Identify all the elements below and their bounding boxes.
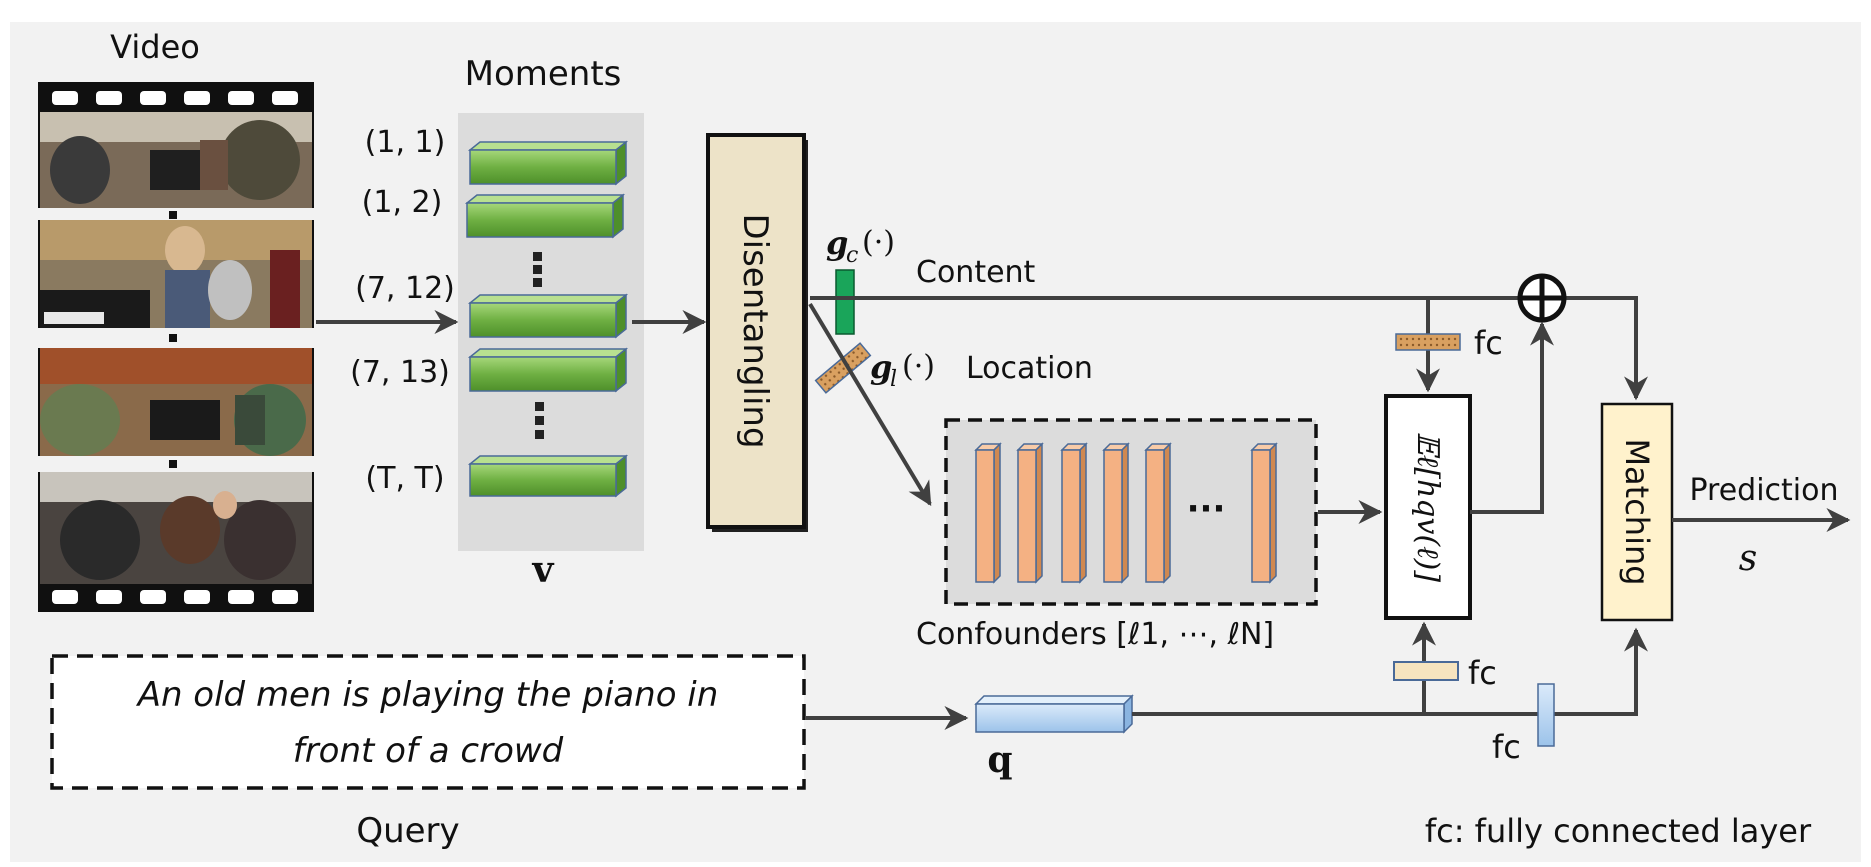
disentangling-label: Disentangling xyxy=(735,213,775,448)
video-frame-3 xyxy=(40,348,312,456)
location-label: Location xyxy=(966,351,1093,386)
moments-title: Moments xyxy=(465,54,622,94)
film-perforations-bottom xyxy=(52,590,298,604)
location-vector xyxy=(814,342,872,394)
matching-label: Matching xyxy=(1618,438,1656,585)
moment-label-1: (1, 1) xyxy=(365,125,446,160)
svg-text:l: l xyxy=(890,367,897,392)
fc-blue-vector xyxy=(1537,683,1555,747)
confounder-bar-3 xyxy=(1060,442,1088,584)
film-perforations-top xyxy=(52,91,298,105)
video-frame-1 xyxy=(40,112,312,208)
content-function-label: g c (·) xyxy=(826,224,895,268)
confounder-bars: ··· xyxy=(974,442,1278,584)
confounder-bar-2 xyxy=(1016,442,1044,584)
moment-bar-2 xyxy=(464,193,626,239)
moment-bar-5 xyxy=(467,454,629,498)
moment-labels: (1, 1) (1, 2) (7, 12) (7, 13) (T, T) xyxy=(350,125,455,496)
fc-cream-vector xyxy=(1393,661,1459,681)
query-symbol-q: q xyxy=(987,739,1012,781)
video-title: Video xyxy=(110,28,200,66)
expectation-to-merge-line xyxy=(1470,321,1554,514)
prediction-symbol-s: s xyxy=(1739,538,1757,579)
fc-orange-vector xyxy=(1395,333,1461,351)
fc-label-middle: fc xyxy=(1468,654,1497,692)
footer-note: fc: fully connected layer xyxy=(1425,812,1812,850)
moments-symbol-v: v xyxy=(532,549,555,591)
moment-label-4: (7, 13) xyxy=(350,355,450,390)
moment-label-3: (7, 12) xyxy=(355,271,455,306)
video-frame-4 xyxy=(40,472,312,584)
moment-feature-bars xyxy=(464,140,629,498)
moment-bar-3 xyxy=(467,293,629,339)
moment-bar-4 xyxy=(467,347,629,393)
content-label: Content xyxy=(916,255,1036,290)
content-to-matching-line xyxy=(1560,296,1648,401)
expectation-block xyxy=(1384,394,1472,620)
fc-label-top: fc xyxy=(1474,324,1503,362)
query-title: Query xyxy=(356,811,459,851)
confounder-ellipsis: ··· xyxy=(1187,489,1226,529)
svg-text:(·): (·) xyxy=(862,225,895,260)
svg-text:c: c xyxy=(846,243,858,268)
query-box xyxy=(50,654,806,790)
moment-dots-2 xyxy=(535,402,544,439)
arrow-location-to-confounders xyxy=(808,302,932,507)
confounder-bar-n xyxy=(1250,442,1278,584)
query-to-matching-line xyxy=(1132,627,1648,716)
query-text-line2: front of a crowd xyxy=(293,731,564,771)
query-vector xyxy=(974,694,1134,734)
expectation-label: 𝔼ℓ[hqv(ℓ)] xyxy=(1410,432,1445,582)
moment-label-2: (1, 2) xyxy=(362,185,443,220)
film-strip xyxy=(38,82,314,612)
moment-label-5: (T, T) xyxy=(365,461,444,496)
sum-merge-icon xyxy=(1517,273,1567,323)
confounders-label: Confounders [ℓ1, ⋯, ℓN] xyxy=(916,617,1274,652)
location-function-label: g l (·) xyxy=(870,348,935,392)
matching-block xyxy=(1600,402,1674,622)
svg-text:g: g xyxy=(870,348,892,386)
moment-dots-1 xyxy=(533,252,542,287)
video-frame-2 xyxy=(40,220,312,328)
content-vector xyxy=(835,269,855,335)
disentangling-block: Disentangling xyxy=(706,133,808,532)
confounder-bar-1 xyxy=(974,442,1002,584)
prediction-label: Prediction xyxy=(1689,473,1838,508)
moment-bar-1 xyxy=(467,140,629,186)
svg-text:(·): (·) xyxy=(902,349,935,384)
query-text-line1: An old men is playing the piano in xyxy=(136,675,719,715)
fc-label-bottom: fc xyxy=(1492,728,1521,766)
svg-text:g: g xyxy=(826,224,848,262)
confounder-bar-5 xyxy=(1144,442,1172,584)
confounder-bar-4 xyxy=(1102,442,1130,584)
